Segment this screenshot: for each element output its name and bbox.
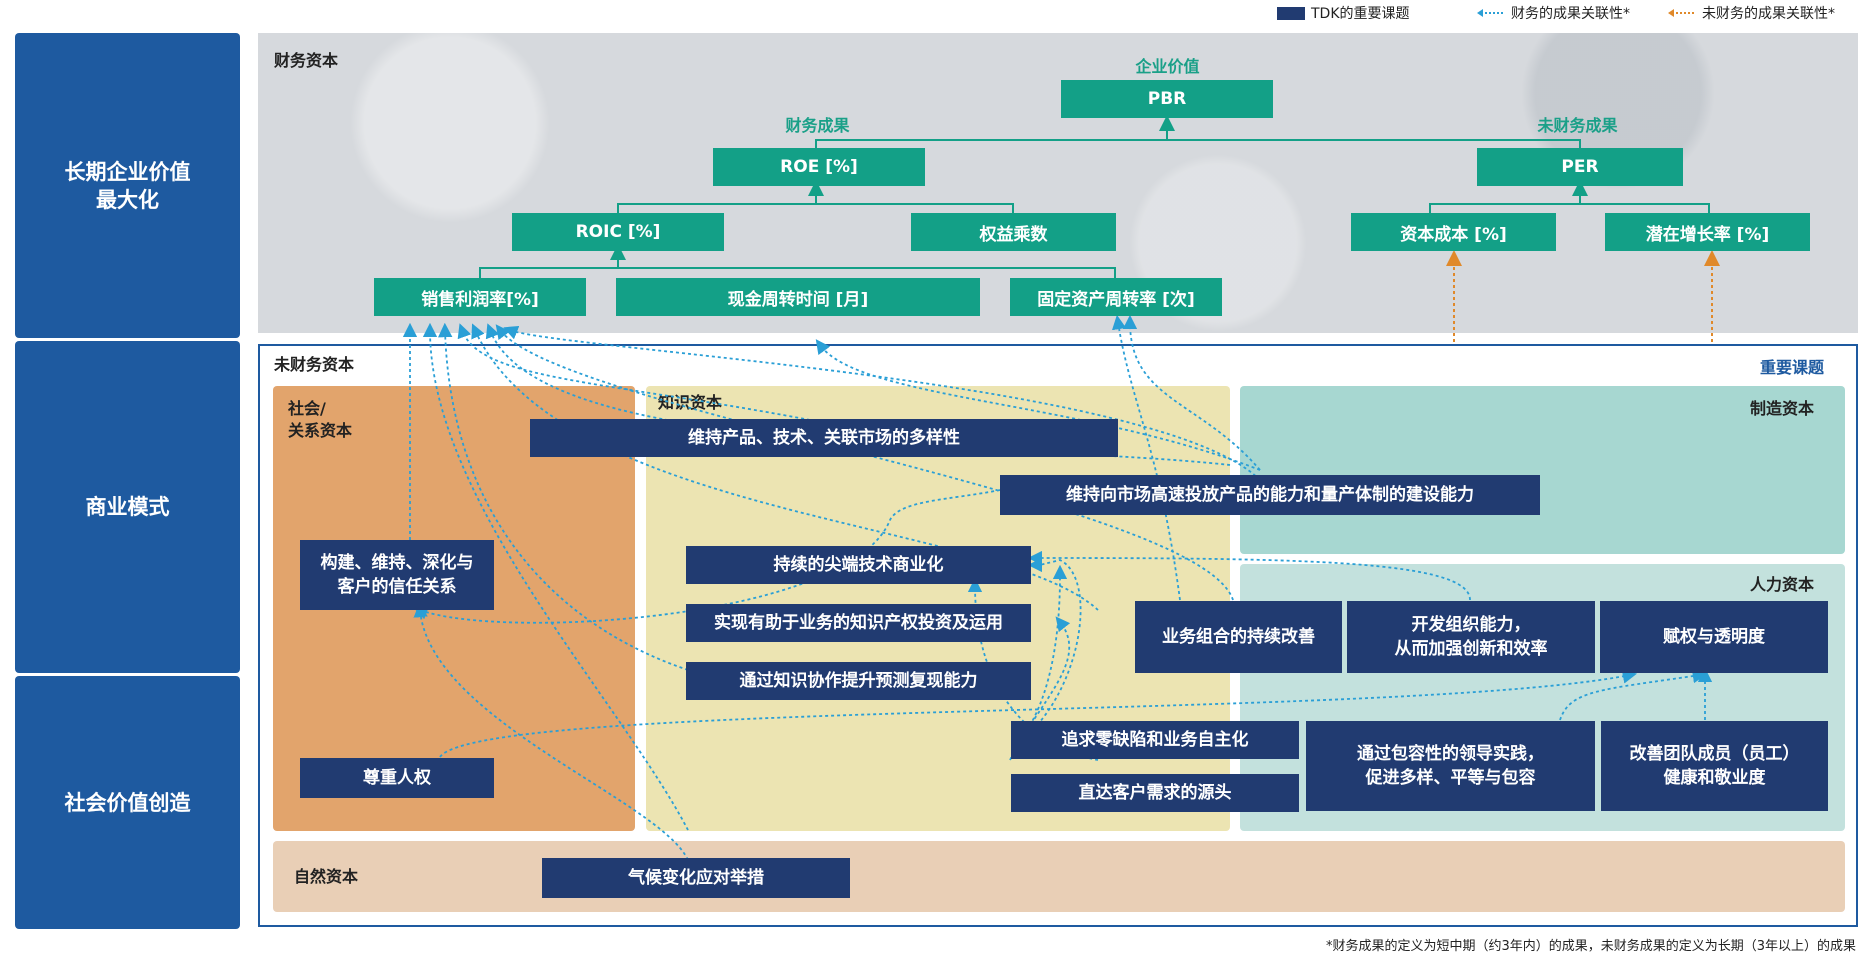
issue-empower: 赋权与透明度: [1600, 601, 1828, 673]
issue-diversity: 维持产品、技术、关联市场的多样性: [530, 419, 1118, 457]
legend-nonfinancial-link: 未财务的成果关联性*: [1668, 3, 1835, 23]
issue-collab: 通过知识协作提升预测复现能力: [686, 662, 1031, 700]
issue-human-rights: 尊重人权: [300, 758, 494, 798]
issue-speed: 维持向市场高速投放产品的能力和量产体制的建设能力: [1000, 475, 1540, 515]
legend-financial-link: 财务的成果关联性*: [1477, 3, 1630, 23]
issue-tech: 持续的尖端技术商业化: [686, 546, 1031, 584]
pbr-box: PBR: [1061, 80, 1273, 118]
cost-of-capital-box: 资本成本 [%]: [1351, 213, 1556, 251]
issue-zero-defect: 追求零缺陷和业务自主化: [1011, 721, 1299, 759]
nonfinancial-results-label: 未财务成果: [1537, 116, 1618, 135]
issue-inclusive: 通过包容性的领导实践， 促进多样、平等与包容: [1306, 721, 1595, 811]
issue-ip: 实现有助于业务的知识产权投资及运用: [686, 604, 1031, 642]
enterprise-value-label: 企业价值: [1135, 57, 1200, 76]
row-social-value: 社会价值创造: [15, 676, 240, 929]
natural-capital-area: [273, 841, 1845, 912]
human-capital-label: 人力资本: [1750, 575, 1815, 594]
legend-navy-swatch: [1277, 6, 1305, 20]
growth-rate-box: 潜在增长率 [%]: [1605, 213, 1810, 251]
manufacturing-capital-label: 制造资本: [1750, 399, 1815, 418]
issue-wellbeing: 改善团队成员（员工） 健康和敬业度: [1601, 721, 1828, 811]
roe-box: ROE [%]: [713, 148, 925, 186]
row-long-term-value: 长期企业价值 最大化: [15, 33, 240, 338]
blue-arrow-icon: [1477, 9, 1505, 17]
legend-key-issue: TDK的重要课题: [1277, 3, 1410, 23]
issue-portfolio: 业务组合的持续改善: [1135, 601, 1342, 673]
asset-turnover-box: 固定资产周转率 [次]: [1010, 278, 1222, 316]
natural-capital-label: 自然资本: [294, 867, 359, 886]
financial-results-label: 财务成果: [785, 116, 850, 135]
issue-org: 开发组织能力， 从而加强创新和效率: [1347, 601, 1595, 673]
legend-financial-link-label: 财务的成果关联性*: [1511, 6, 1630, 22]
legend-key-issue-label: TDK的重要课题: [1311, 6, 1410, 22]
financial-capital-title: 财务资本: [274, 51, 339, 70]
profit-margin-box: 销售利润率[%]: [374, 278, 586, 316]
manufacturing-capital-area: [1240, 386, 1845, 554]
issue-climate: 气候变化应对举措: [542, 858, 850, 898]
per-box: PER: [1477, 148, 1683, 186]
equity-multiplier-box: 权益乘数: [911, 213, 1116, 251]
footnote: *财务成果的定义为短中期（约3年内）的成果，未财务成果的定义为长期（3年以上）的…: [1325, 939, 1856, 954]
roic-box: ROIC [%]: [512, 213, 724, 251]
row-business-model: 商业模式: [15, 341, 240, 673]
nonfinancial-capital-title: 未财务资本: [274, 355, 355, 374]
social-capital-label: 社会/ 关系资本: [288, 399, 353, 440]
knowledge-capital-label: 知识资本: [658, 393, 723, 412]
key-issues-label: 重要课题: [1760, 358, 1825, 377]
legend-nonfinancial-link-label: 未财务的成果关联性*: [1702, 6, 1835, 22]
orange-arrow-icon: [1668, 9, 1696, 17]
cash-cycle-box: 现金周转时间 [月]: [616, 278, 980, 316]
issue-trust: 构建、维持、深化与 客户的信任关系: [300, 540, 494, 610]
issue-customer: 直达客户需求的源头: [1011, 774, 1299, 812]
